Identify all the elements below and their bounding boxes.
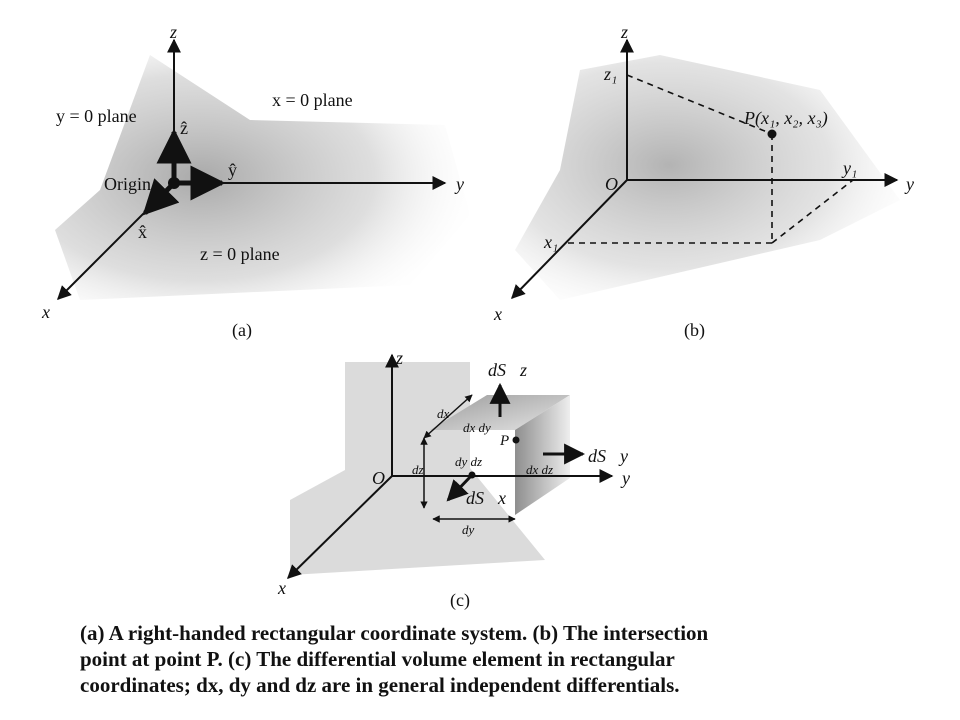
caption-line-1: (a) A right-handed rectangular coordinat… bbox=[80, 621, 709, 645]
unit-z-label: ẑ bbox=[180, 118, 188, 138]
dSx-label: dS⃗x bbox=[466, 488, 506, 508]
point-p-label-c: P bbox=[499, 433, 509, 449]
figure-b-caption: (b) bbox=[684, 320, 705, 341]
point-p-b bbox=[767, 129, 777, 139]
dSx-vector bbox=[446, 473, 474, 502]
origin-label-c: O bbox=[372, 468, 385, 488]
y-axis-label-c: y bbox=[620, 468, 630, 488]
origin-label-a: Origin bbox=[104, 174, 151, 194]
dx-label: dx bbox=[437, 406, 450, 421]
y-axis-label-b: y bbox=[904, 174, 914, 194]
dxdz-label: dx dz bbox=[526, 462, 553, 477]
dxdy-label: dx dy bbox=[463, 420, 491, 435]
unit-vector-x bbox=[142, 178, 180, 216]
figure-a-shading bbox=[55, 55, 470, 300]
point-p-label-b: P(x₁, x₂, x₃) bbox=[743, 108, 828, 129]
dydz-label: dy dz bbox=[455, 454, 482, 469]
z-axis-label-a: z bbox=[169, 22, 177, 42]
dz-label: dz bbox=[412, 462, 424, 477]
dy-label: dy bbox=[462, 522, 475, 537]
caption-line-2: point at point P. (c) The differential v… bbox=[80, 647, 675, 671]
z1-label: z₁ bbox=[603, 64, 617, 84]
face-center-x bbox=[468, 471, 476, 479]
point-p-c bbox=[512, 436, 520, 444]
caption-line-3: coordinates; dx, dy and dz are in genera… bbox=[80, 673, 680, 697]
figure-a: z y x y = 0 plane x = 0 plane z = 0 plan… bbox=[41, 22, 470, 341]
x1-label: x₁ bbox=[543, 232, 558, 252]
unit-x-label: x̂ bbox=[138, 222, 147, 242]
figure-c: z y x O P dS⃗z dS⃗y dS⃗x dx dy dz dx dy … bbox=[277, 348, 630, 611]
plane-x0-label: x = 0 plane bbox=[272, 90, 353, 110]
x-axis-label-a: x bbox=[41, 302, 50, 322]
dSy-label: dS⃗y bbox=[588, 446, 628, 466]
z-axis-label-b: z bbox=[620, 22, 628, 42]
plane-y0-label: y = 0 plane bbox=[56, 106, 137, 126]
x-axis-c bbox=[287, 475, 393, 579]
unit-y-label: ŷ bbox=[228, 160, 237, 180]
dSz-label: dS⃗z bbox=[488, 360, 527, 380]
x-axis-b bbox=[511, 179, 628, 300]
dashed-z1-to-p bbox=[626, 74, 773, 135]
figure-b-shading bbox=[515, 55, 900, 300]
figure-caption: (a) A right-handed rectangular coordinat… bbox=[80, 620, 900, 698]
cube-side-face bbox=[515, 395, 570, 515]
x-axis-label-c: x bbox=[277, 578, 286, 598]
dx-arrow bbox=[423, 394, 473, 439]
x-axis-label-b: x bbox=[493, 304, 502, 324]
z-axis-label-c: z bbox=[395, 348, 403, 368]
plane-z0-label: z = 0 plane bbox=[200, 244, 280, 264]
origin-label-b: O bbox=[605, 174, 618, 194]
figure-a-caption: (a) bbox=[232, 320, 252, 341]
y1-label: y₁ bbox=[841, 158, 857, 178]
figure-c-caption: (c) bbox=[450, 590, 470, 611]
figure-b: z y x O z₁ y₁ x₁ P(x₁, x₂, x₃) (b) bbox=[493, 22, 914, 341]
origin-point-a bbox=[168, 177, 180, 189]
y-axis-label-a: y bbox=[454, 174, 464, 194]
